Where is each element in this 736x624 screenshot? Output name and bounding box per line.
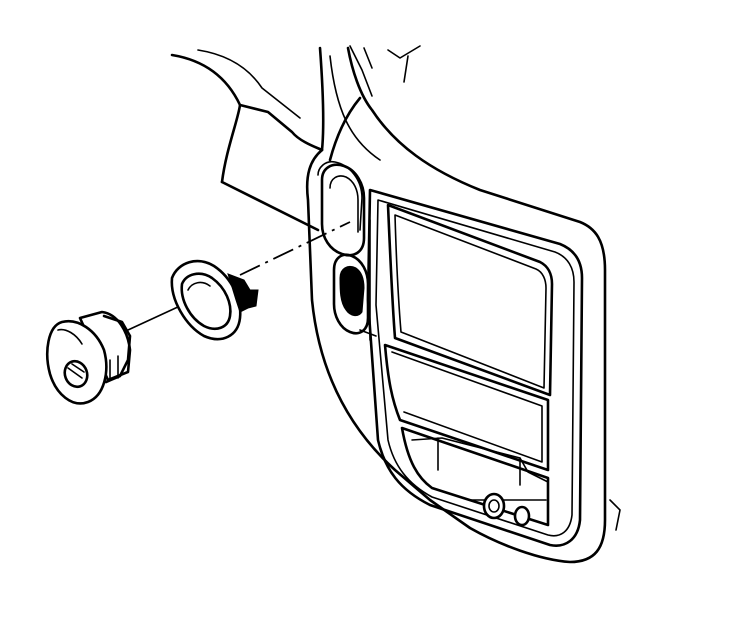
switch-opening-lower: [332, 253, 370, 335]
alignment-line-upper: [239, 221, 351, 276]
instrument-panel-bezel: [305, 46, 621, 564]
dashboard-upper-panel: [170, 45, 421, 232]
lamp-bezel-ring: [170, 259, 259, 341]
switch-opening-upper: [320, 163, 366, 257]
lighter-icon: [482, 492, 506, 520]
alignment-line-lower: [127, 305, 181, 331]
rotary-switch-knob: [46, 310, 132, 405]
